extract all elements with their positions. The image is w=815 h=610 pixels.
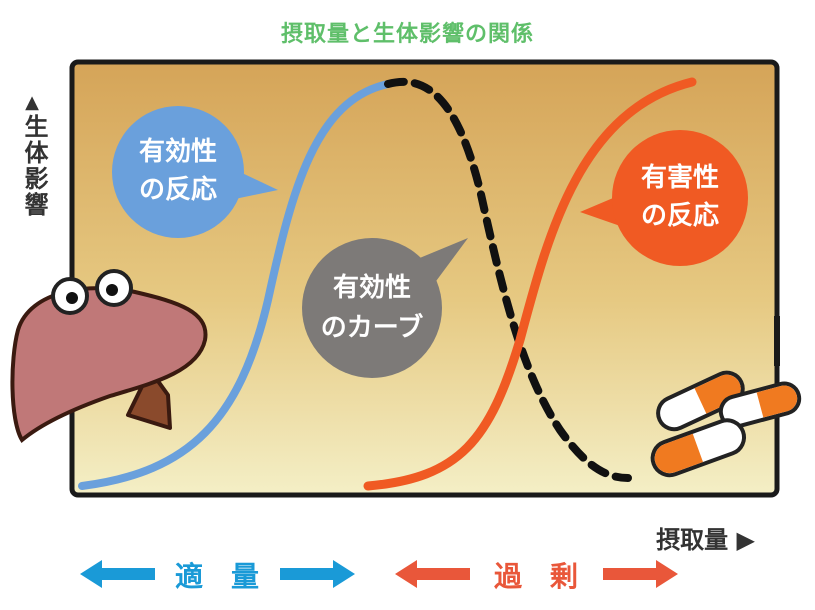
bubble-effective-response-line2: の反応 — [139, 174, 217, 205]
range-label-excess: 過 剰 — [494, 560, 578, 593]
up-arrow-icon: ▲ — [25, 92, 39, 113]
range-label-appropriate: 適 量 — [175, 560, 259, 593]
liver-character-icon — [10, 269, 208, 444]
bubble-effective-response-line1: 有効性 — [139, 136, 217, 167]
excess-range-arrow — [395, 560, 678, 588]
x-axis-label-text: 摂取量 — [656, 526, 729, 554]
diagram-title: 摂取量と生体影響の関係 — [280, 22, 534, 47]
bubble-harmful-response-line2: の反応 — [641, 200, 719, 231]
right-arrow-icon — [603, 560, 678, 588]
left-arrow-icon — [395, 560, 470, 588]
right-arrow-icon — [280, 560, 355, 588]
harmful-response-curve — [363, 77, 697, 491]
bubble-harmful-response: 有害性 の反応 — [580, 130, 748, 266]
effective-response-curve — [78, 80, 392, 490]
left-arrow-icon — [80, 560, 155, 588]
bubble-effective-curve-line2: のカーブ — [321, 312, 423, 343]
capsules-icon — [650, 370, 802, 478]
appropriate-range-arrow — [80, 560, 355, 588]
y-axis-label-text: 生体影響 — [20, 114, 48, 218]
x-axis-label: 摂取量 ▶ — [656, 520, 755, 555]
bubble-effective-curve-line1: 有効性 — [333, 272, 411, 303]
frame-edge-mark — [774, 316, 780, 366]
bubble-effective-response: 有効性 の反応 — [112, 106, 278, 238]
effectiveness-dashed-curve — [384, 77, 632, 482]
bubble-harmful-response-line1: 有害性 — [641, 162, 719, 193]
bubble-effective-curve: 有効性 のカーブ — [302, 238, 468, 378]
right-arrow-icon: ▶ — [736, 526, 755, 554]
y-axis-label: ▲ 生体影響 — [18, 92, 48, 226]
